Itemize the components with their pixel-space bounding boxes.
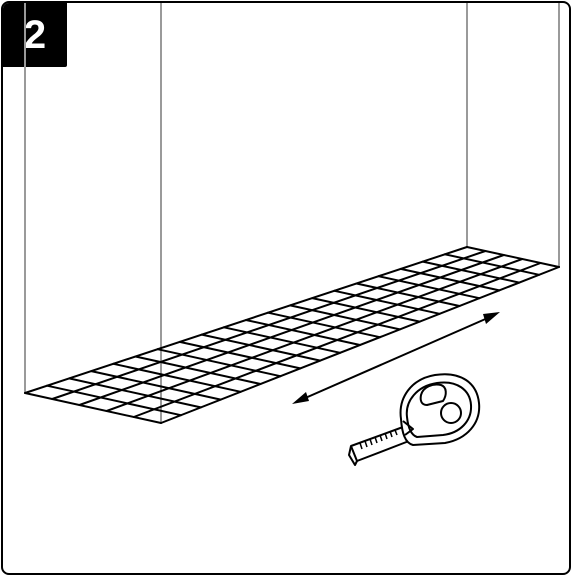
tile-grid-line	[377, 275, 481, 300]
tile-grid-line	[178, 340, 302, 370]
tile-grid-line	[267, 311, 381, 339]
tile-grid-line	[46, 384, 182, 417]
tile-grid-line	[245, 319, 361, 346]
tile-grid-line	[134, 355, 262, 385]
wall-edges	[24, 3, 560, 423]
room-floor-illustration	[24, 3, 560, 466]
tile-grid-line	[68, 377, 202, 409]
tile-grid-line	[156, 348, 282, 378]
measuring-arrow-icon	[292, 312, 500, 404]
step-number-badge: 2	[3, 3, 67, 67]
tile-grid-line	[90, 370, 222, 401]
tile-grid-line	[421, 260, 521, 284]
tile-grid-line	[289, 304, 401, 331]
tile-grid-edge	[24, 392, 162, 424]
tile-grid-line	[355, 282, 461, 307]
tile-grid-line	[222, 326, 342, 354]
tape-measure-icon	[348, 373, 481, 466]
tile-grid-line	[200, 333, 322, 362]
tile-grid-icon	[24, 246, 560, 424]
tile-grid-edge	[466, 246, 560, 268]
tile-grid-line	[112, 362, 242, 393]
tile-grid-line	[443, 253, 541, 276]
tile-grid-line	[333, 289, 441, 315]
tile-grid-line	[399, 267, 501, 292]
tile-grid-line	[311, 297, 421, 323]
